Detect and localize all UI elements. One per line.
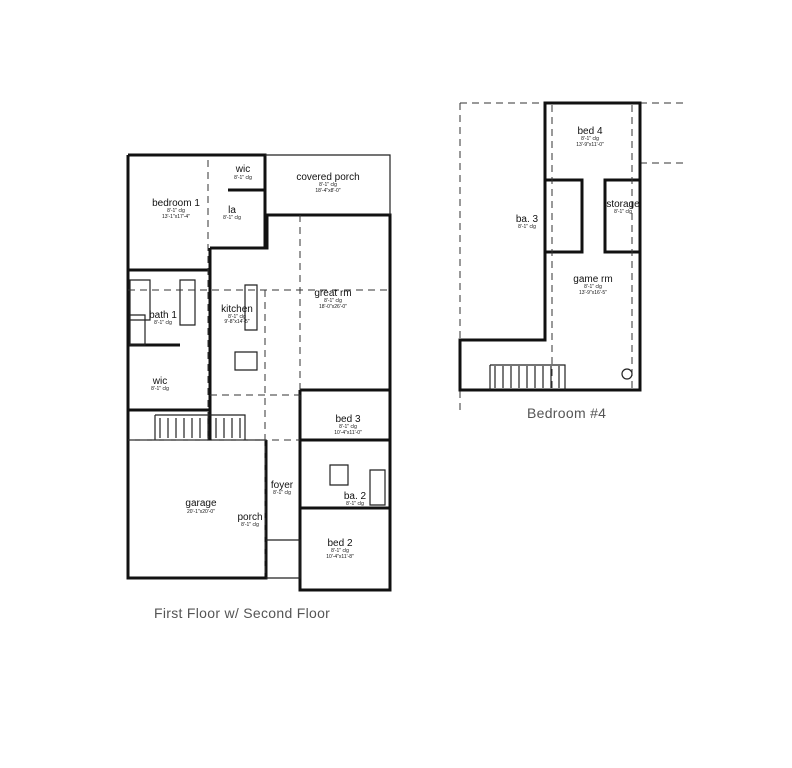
svg-text:8'-1" clg: 8'-1" clg (241, 522, 259, 528)
svg-text:game rm: game rm (573, 274, 612, 285)
svg-text:8'-1" clg: 8'-1" clg (228, 314, 246, 320)
room-label-la: la8'-1" clg (223, 205, 241, 221)
svg-text:garage: garage (185, 498, 217, 509)
svg-text:foyer: foyer (271, 480, 294, 491)
svg-text:9'-8"x14'-5": 9'-8"x14'-5" (224, 319, 249, 325)
svg-text:18'-4"x8'-0": 18'-4"x8'-0" (315, 188, 340, 194)
svg-text:10'-4"x11'-8": 10'-4"x11'-8" (326, 554, 354, 560)
svg-text:8'-1" clg: 8'-1" clg (518, 224, 536, 230)
room-label-bath-1: bath 18'-1" clg (149, 310, 177, 326)
svg-text:8'-1" clg: 8'-1" clg (614, 209, 632, 215)
first-floor-walls (126, 153, 392, 592)
svg-text:bedroom 1: bedroom 1 (152, 198, 200, 209)
svg-text:bed 4: bed 4 (577, 126, 602, 137)
svg-text:8'-1" clg: 8'-1" clg (234, 175, 252, 181)
svg-text:porch: porch (237, 512, 262, 523)
svg-text:8'-1" clg: 8'-1" clg (346, 501, 364, 507)
svg-text:8'-1" clg: 8'-1" clg (324, 298, 342, 304)
svg-text:8'-1" clg: 8'-1" clg (151, 386, 169, 392)
svg-text:wic: wic (152, 376, 167, 387)
svg-text:covered porch: covered porch (296, 172, 359, 183)
svg-text:13'-9"x11'-0": 13'-9"x11'-0" (576, 142, 604, 148)
svg-text:18'-0"x26'-0": 18'-0"x26'-0" (319, 304, 347, 310)
svg-text:8'-1" clg: 8'-1" clg (331, 548, 349, 554)
svg-text:la: la (228, 205, 236, 216)
svg-text:13'-9"x16'-5": 13'-9"x16'-5" (579, 290, 607, 296)
svg-text:great rm: great rm (314, 288, 351, 299)
svg-text:8'-1" clg: 8'-1" clg (167, 208, 185, 214)
svg-text:8'-1" clg: 8'-1" clg (223, 215, 241, 221)
svg-text:13'-1"x17'-4": 13'-1"x17'-4" (162, 214, 190, 220)
svg-text:storage: storage (606, 199, 640, 210)
first-floor-caption: First Floor w/ Second Floor (154, 605, 331, 621)
svg-text:20'-1"x20'-0": 20'-1"x20'-0" (187, 509, 215, 515)
svg-text:bath 1: bath 1 (149, 310, 177, 321)
svg-text:8'-1" clg: 8'-1" clg (154, 320, 172, 326)
room-label-ba-3: ba. 38'-1" clg (516, 214, 539, 230)
svg-text:wic: wic (235, 164, 250, 175)
room-label-ba-2: ba. 28'-1" clg (344, 491, 367, 507)
svg-text:bed 2: bed 2 (327, 538, 352, 549)
svg-text:10'-4"x11'-0": 10'-4"x11'-0" (334, 430, 362, 436)
svg-text:bed 3: bed 3 (335, 414, 360, 425)
svg-text:8'-1" clg: 8'-1" clg (319, 182, 337, 188)
svg-text:8'-1" clg: 8'-1" clg (273, 490, 291, 496)
second-floor-walls (458, 101, 685, 410)
svg-text:8'-1" clg: 8'-1" clg (339, 424, 357, 430)
svg-text:ba. 3: ba. 3 (516, 214, 539, 225)
second-floor-caption: Bedroom #4 (527, 405, 607, 421)
svg-text:ba. 2: ba. 2 (344, 491, 367, 502)
svg-text:8'-1" clg: 8'-1" clg (584, 284, 602, 290)
svg-text:8'-1" clg: 8'-1" clg (581, 136, 599, 142)
svg-text:kitchen: kitchen (221, 304, 253, 315)
